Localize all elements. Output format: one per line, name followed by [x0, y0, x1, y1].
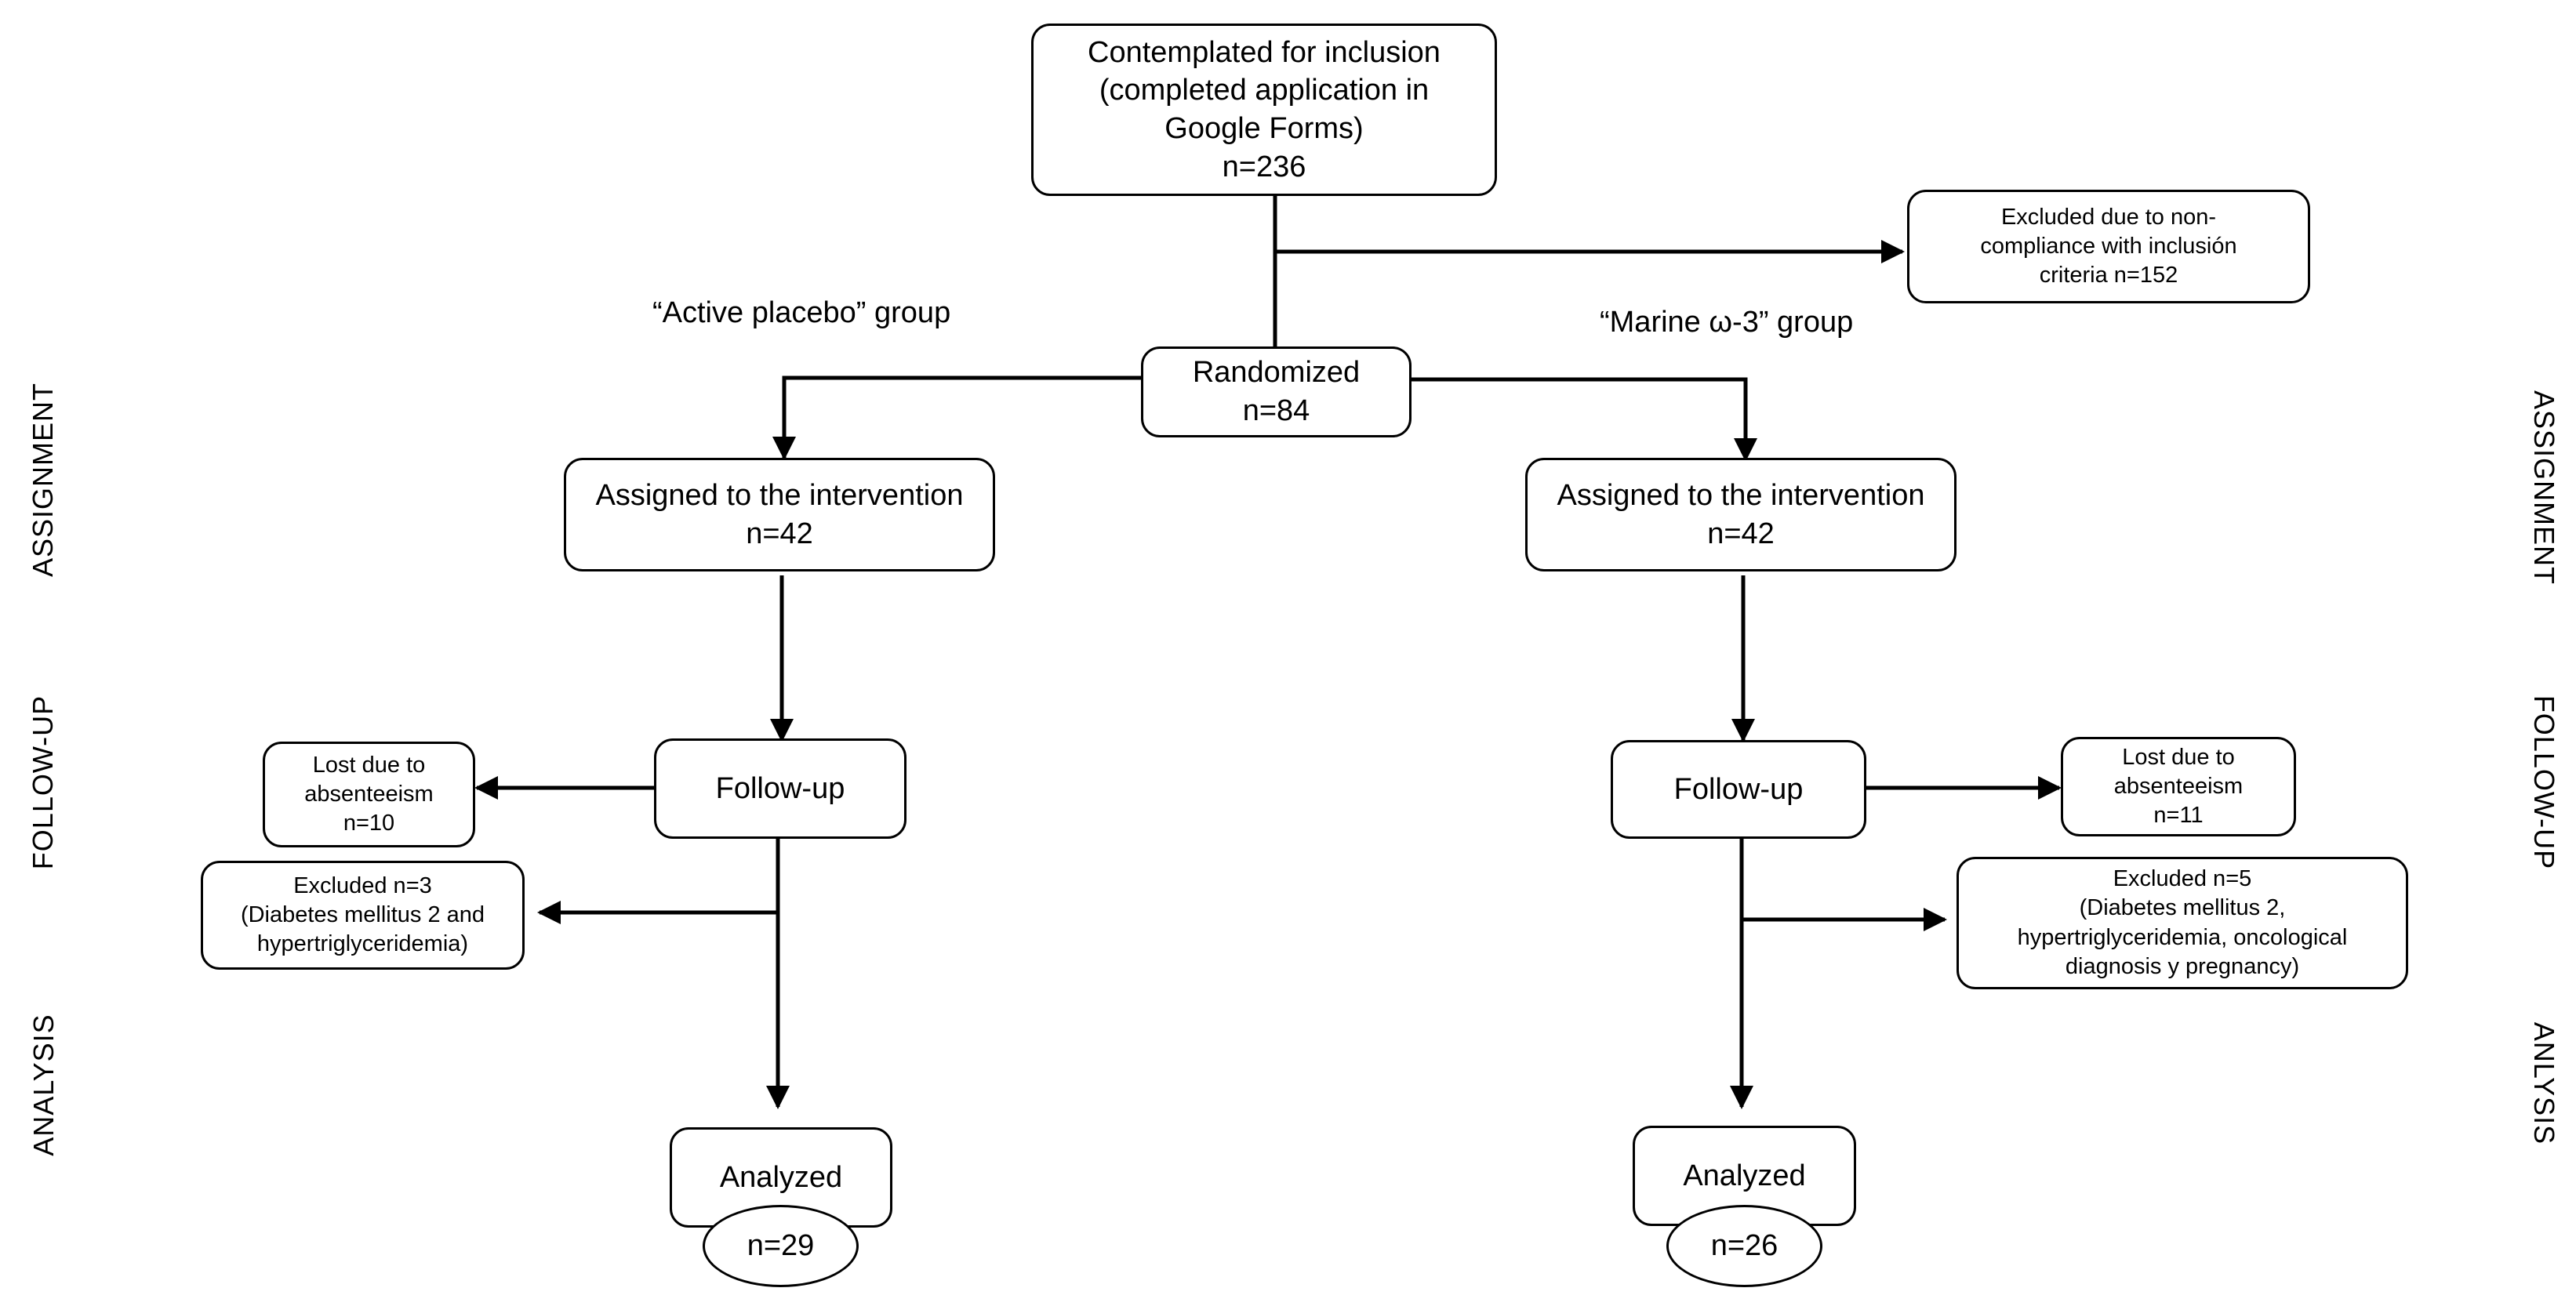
side-label-right-assignment: ASSIGNMENT	[2528, 390, 2560, 586]
side-label-left-analysis: ANALYSIS	[27, 1014, 60, 1156]
arrow-randomized-to-left	[772, 375, 1143, 460]
box-lost-left: Lost due to absenteeism n=10	[263, 742, 475, 847]
box-assigned-left: Assigned to the intervention n=42	[564, 458, 995, 571]
label-active-placebo-group: “Active placebo” group	[652, 296, 951, 329]
ellipse-count-left: n=29	[703, 1205, 859, 1287]
box-followup-right: Follow-up	[1611, 740, 1866, 839]
side-label-right-followup: FOLLOW-UP	[2528, 695, 2560, 870]
side-label-left-assignment: ASSIGNMENT	[27, 382, 59, 578]
box-randomized: Randomized n=84	[1141, 346, 1412, 437]
box-excluded-right: Excluded n=5 (Diabetes mellitus 2, hyper…	[1957, 857, 2408, 989]
arrow-randomized-to-right	[1411, 377, 1757, 462]
box-followup-left: Follow-up	[654, 738, 907, 839]
side-label-left-followup: FOLLOW-UP	[27, 695, 59, 870]
ellipse-count-right: n=26	[1666, 1205, 1822, 1287]
box-contemplated-for-inclusion: Contemplated for inclusion (completed ap…	[1031, 24, 1497, 196]
box-excluded-noncompliance: Excluded due to non- compliance with inc…	[1907, 190, 2310, 303]
box-lost-right: Lost due to absenteeism n=11	[2061, 737, 2296, 836]
box-excluded-left: Excluded n=3 (Diabetes mellitus 2 and hy…	[201, 861, 525, 970]
label-marine-omega3-group: “Marine ω-3” group	[1600, 306, 1854, 339]
box-assigned-right: Assigned to the intervention n=42	[1525, 458, 1957, 571]
side-label-right-analysis: ANLYSIS	[2528, 1021, 2560, 1145]
